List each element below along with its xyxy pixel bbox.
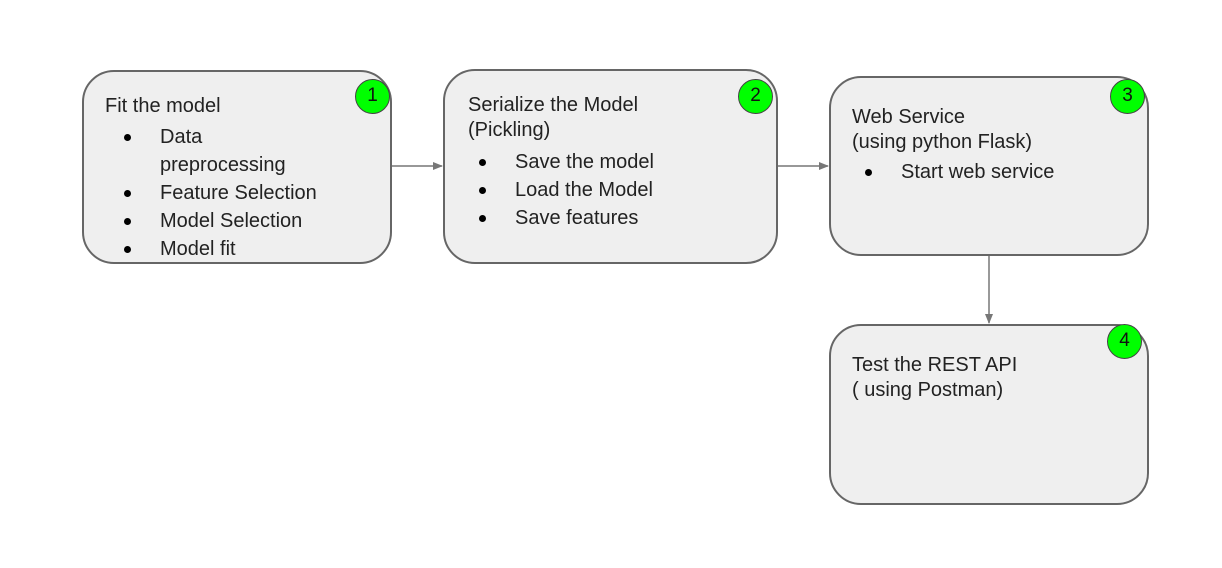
step-3-box: Web Service (using python Flask) Start w… <box>829 76 1149 256</box>
step-3-number-badge: 3 <box>1110 79 1145 114</box>
step-1-bullet: Data preprocessing <box>116 123 286 179</box>
step-2-bullet: Save the model <box>471 148 751 176</box>
step-1-box: Fit the model Data preprocessing Feature… <box>82 70 392 264</box>
step-4-box: Test the REST API ( using Postman) <box>829 324 1149 505</box>
step-2-title: Serialize the Model (Pickling) <box>468 94 639 141</box>
step-2-box: Serialize the Model (Pickling) Save the … <box>443 69 778 264</box>
step-1-number-badge: 1 <box>355 79 390 114</box>
step-2-bullet-list: Save the model Load the Model Save featu… <box>471 148 751 232</box>
step-1-bullet-list: Data preprocessing Feature Selection Mod… <box>116 123 376 263</box>
step-4-title: Test the REST API ( using Postman) <box>852 354 1018 401</box>
step-2-bullet: Load the Model <box>471 176 751 204</box>
step-1-bullet: Model Selection <box>116 207 376 235</box>
step-3-title: Web Service (using python Flask) <box>852 106 1033 153</box>
step-2-bullet: Save features <box>471 204 751 232</box>
step-1-title: Fit the model <box>105 95 221 117</box>
step-3-bullet: Start web service <box>857 158 1127 186</box>
step-3-bullet-list: Start web service <box>857 158 1127 186</box>
step-4-number-badge: 4 <box>1107 324 1142 359</box>
step-1-bullet: Model fit <box>116 235 376 263</box>
step-1-bullet: Feature Selection <box>116 179 376 207</box>
step-2-number-badge: 2 <box>738 79 773 114</box>
